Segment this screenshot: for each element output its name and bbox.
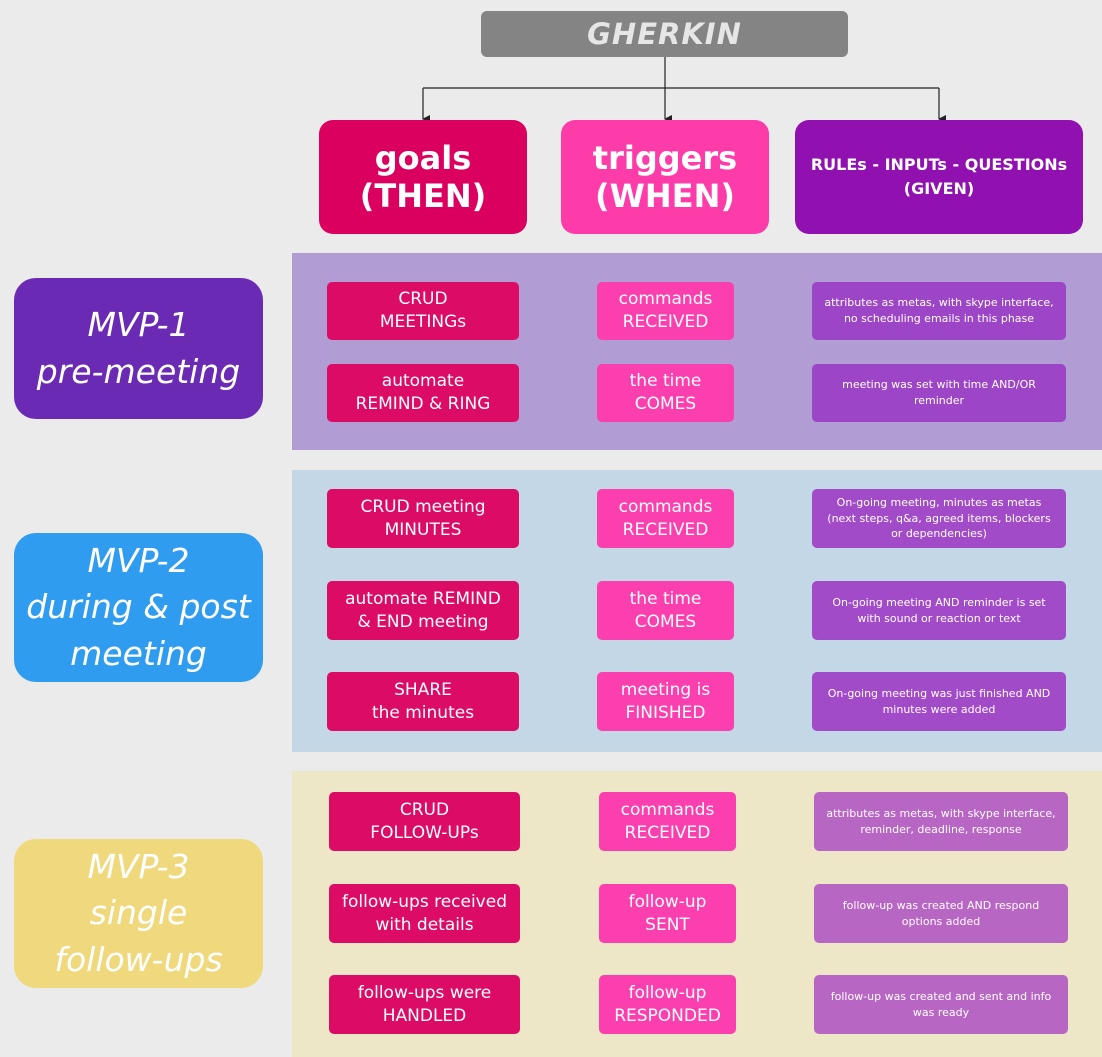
mvp3-rule-1: attributes as metas, with skype interfac…	[814, 792, 1068, 851]
mvp3-rule-3: follow-up was created and sent and info …	[814, 975, 1068, 1034]
mvp2-goal-2: automate REMIND & END meeting	[327, 581, 519, 640]
mvp3-label: MVP-3 single follow-ups	[14, 839, 263, 988]
mvp1-label: MVP-1 pre-meeting	[14, 278, 263, 419]
triggers-header: triggers (WHEN)	[561, 120, 769, 234]
mvp3-goal-3: follow-ups were HANDLED	[329, 975, 520, 1034]
mvp3-trigger-1: commands RECEIVED	[599, 792, 736, 851]
mvp3-trigger-2: follow-up SENT	[599, 884, 736, 943]
mvp2-trigger-1: commands RECEIVED	[597, 489, 734, 548]
mvp2-trigger-2: the time COMES	[597, 581, 734, 640]
tree-connectors	[422, 57, 946, 123]
mvp3-goal-1: CRUD FOLLOW-UPs	[329, 792, 520, 851]
rules-header: RULEs - INPUTs - QUESTIONs (GIVEN)	[795, 120, 1083, 234]
mvp1-goal-1: CRUD MEETINGs	[327, 282, 519, 340]
mvp2-rule-2: On-going meeting AND reminder is set wit…	[812, 581, 1066, 640]
mvp1-rule-1: attributes as metas, with skype interfac…	[812, 282, 1066, 340]
mvp1-trigger-2: the time COMES	[597, 364, 734, 422]
mvp2-rule-1: On-going meeting, minutes as metas (next…	[812, 489, 1066, 548]
mvp2-goal-1: CRUD meeting MINUTES	[327, 489, 519, 548]
mvp2-goal-3: SHARE the minutes	[327, 672, 519, 731]
mvp1-goal-2: automate REMIND & RING	[327, 364, 519, 422]
mvp1-rule-2: meeting was set with time AND/OR reminde…	[812, 364, 1066, 422]
mvp1-trigger-1: commands RECEIVED	[597, 282, 734, 340]
mvp2-rule-3: On-going meeting was just finished AND m…	[812, 672, 1066, 731]
gherkin-title: GHERKIN	[481, 11, 848, 57]
mvp3-rule-2: follow-up was created AND respond option…	[814, 884, 1068, 943]
goals-header: goals (THEN)	[319, 120, 527, 234]
mvp2-trigger-3: meeting is FINISHED	[597, 672, 734, 731]
mvp3-goal-2: follow-ups received with details	[329, 884, 520, 943]
mvp3-trigger-3: follow-up RESPONDED	[599, 975, 736, 1034]
mvp2-label: MVP-2 during & post meeting	[14, 533, 263, 682]
